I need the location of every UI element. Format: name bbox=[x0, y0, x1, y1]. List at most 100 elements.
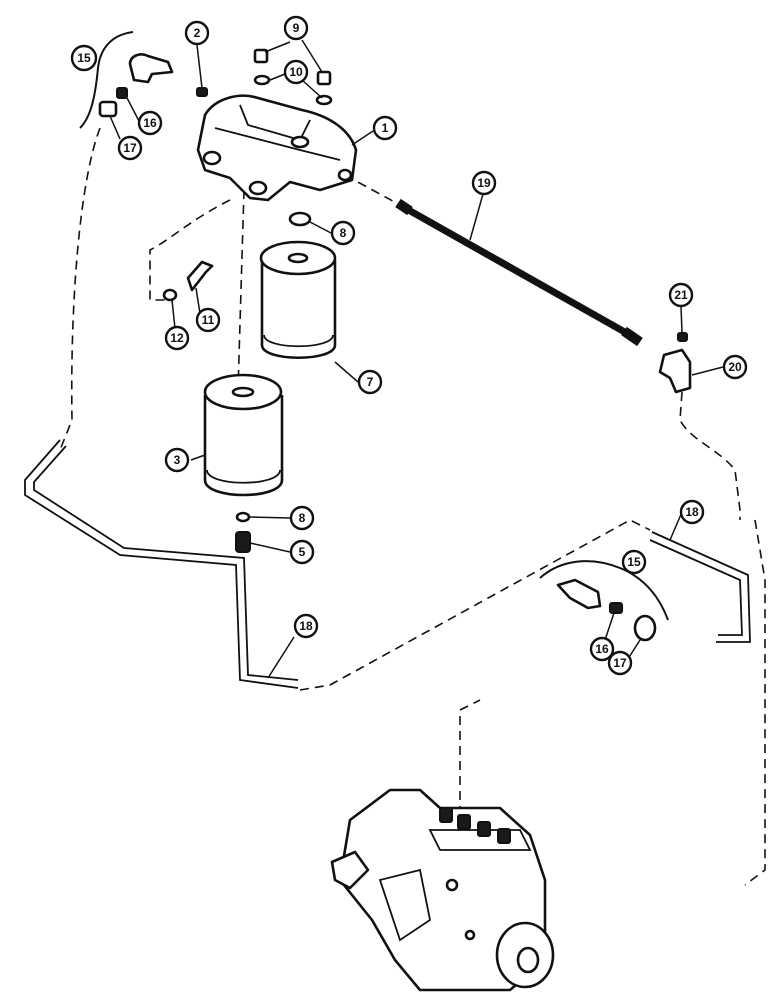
dashed-connection-lines bbox=[59, 127, 766, 886]
callout-8b-label: 8 bbox=[299, 511, 306, 525]
filter-3-center-hole bbox=[231, 386, 255, 398]
leader-16a bbox=[125, 95, 141, 124]
leader-8b bbox=[249, 516, 291, 519]
washer-10-left bbox=[253, 74, 271, 86]
fitting-group-top-left bbox=[98, 53, 174, 118]
callout-16b-label: 16 bbox=[595, 642, 609, 656]
callout-9a: 9 bbox=[283, 15, 309, 41]
callout-3: 3 bbox=[164, 447, 190, 473]
screw-9-left bbox=[253, 48, 269, 64]
callout-15a: 15 bbox=[70, 44, 98, 72]
leader-8a bbox=[309, 221, 332, 234]
drain-plug-5 bbox=[235, 531, 251, 553]
filter-7 bbox=[259, 240, 337, 359]
callout-21: 21 bbox=[668, 282, 694, 308]
bolt-11 bbox=[186, 260, 214, 292]
leader-18a bbox=[267, 636, 295, 679]
nut-17-top bbox=[98, 100, 118, 118]
fitting-15-right bbox=[556, 578, 602, 610]
filter-3-bottom-band bbox=[206, 469, 281, 484]
fitting-group-right bbox=[556, 578, 657, 642]
filter-head-rib-2 bbox=[239, 104, 311, 142]
callout-18a: 18 bbox=[293, 613, 319, 639]
filter-head-body bbox=[196, 94, 358, 202]
tube-19 bbox=[395, 198, 643, 347]
leader-9b bbox=[301, 39, 323, 73]
dash-head-to-filter3 bbox=[237, 189, 245, 391]
nut-17-right bbox=[633, 614, 657, 642]
callout-16a-label: 16 bbox=[143, 116, 157, 130]
callout-7: 7 bbox=[357, 369, 383, 395]
callout-18b: 18 bbox=[679, 499, 705, 525]
callout-19-label: 19 bbox=[477, 176, 491, 190]
callout-17b: 17 bbox=[607, 650, 633, 676]
tube-19-end-right bbox=[621, 326, 643, 347]
tube-19-end-left bbox=[395, 198, 413, 216]
fuel-tube-18-right bbox=[649, 531, 751, 643]
screws-and-washers bbox=[253, 48, 333, 106]
pump-outlet-1 bbox=[457, 814, 471, 830]
ferrule-16-top bbox=[116, 87, 128, 99]
pump-bolt-hole-1 bbox=[445, 878, 459, 892]
leader-18b bbox=[669, 511, 683, 541]
filter-head bbox=[196, 94, 358, 202]
leader-9a bbox=[264, 41, 291, 53]
leader-5 bbox=[249, 542, 291, 553]
callout-2-label: 2 bbox=[194, 26, 201, 40]
washer-12 bbox=[162, 288, 178, 302]
callout-15b-label: 15 bbox=[627, 555, 641, 569]
filter-head-boss-top bbox=[290, 135, 310, 149]
dash-tube18-loop bbox=[299, 519, 651, 691]
callout-9a-label: 9 bbox=[293, 21, 300, 35]
o-ring-8-top bbox=[288, 211, 312, 227]
dash-fitting15b-to-pump bbox=[744, 519, 766, 886]
plug-2 bbox=[196, 87, 208, 97]
callout-12-label: 12 bbox=[170, 331, 184, 345]
tube-18-right-outline-a bbox=[649, 539, 743, 636]
ferrule-16-right bbox=[609, 602, 623, 614]
filter-7-body bbox=[260, 260, 337, 359]
filter-head-port-front bbox=[248, 180, 268, 196]
leader-20 bbox=[691, 366, 724, 376]
callout-10: 10 bbox=[283, 59, 309, 85]
callout-11-label: 11 bbox=[202, 313, 215, 327]
elbow-20 bbox=[658, 348, 692, 394]
leader-2 bbox=[196, 44, 203, 89]
callout-3-label: 3 bbox=[174, 453, 181, 467]
dash-elbow20-to-tube18 bbox=[679, 391, 741, 520]
callout-11: 11 bbox=[195, 307, 221, 333]
callout-5-label: 5 bbox=[299, 545, 306, 559]
leader-17a bbox=[109, 115, 121, 140]
pump-outlet-3 bbox=[497, 828, 511, 844]
callout-10-label: 10 bbox=[289, 65, 303, 79]
pump-side-detail bbox=[378, 868, 432, 942]
callout-8a: 8 bbox=[330, 220, 356, 246]
pump-outlet-4 bbox=[439, 807, 453, 823]
filter-7-bottom-band bbox=[263, 334, 334, 348]
pump-main-body bbox=[338, 788, 547, 992]
injection-pump bbox=[330, 788, 555, 992]
pump-outlet-fittings bbox=[439, 807, 511, 844]
dash-pump-to-fitting17b bbox=[459, 699, 481, 830]
filter-head-port-left bbox=[202, 150, 222, 166]
callout-markers: 1 2 9 10 15 16 17 19 bbox=[70, 15, 748, 676]
tube-18-left-outline-b bbox=[33, 445, 299, 681]
dash-head-to-bolt11 bbox=[149, 199, 231, 301]
callout-15a-label: 15 bbox=[77, 51, 91, 65]
callout-20-label: 20 bbox=[728, 360, 742, 374]
tube-19-body bbox=[403, 204, 632, 339]
dash-fitting15-to-tube18 bbox=[59, 127, 101, 451]
plug-21 bbox=[677, 332, 688, 342]
filter-head-rib bbox=[214, 127, 341, 161]
callout-18b-label: 18 bbox=[685, 505, 699, 519]
elbow-fitting-15 bbox=[128, 53, 174, 84]
leader-3 bbox=[190, 454, 206, 461]
callout-7-label: 7 bbox=[367, 375, 374, 389]
screw-9-right bbox=[316, 70, 332, 86]
leader-1 bbox=[351, 130, 374, 146]
callout-8a-label: 8 bbox=[340, 226, 347, 240]
filter-3 bbox=[203, 373, 284, 497]
callout-17a: 17 bbox=[117, 135, 143, 161]
callout-20: 20 bbox=[722, 354, 748, 380]
